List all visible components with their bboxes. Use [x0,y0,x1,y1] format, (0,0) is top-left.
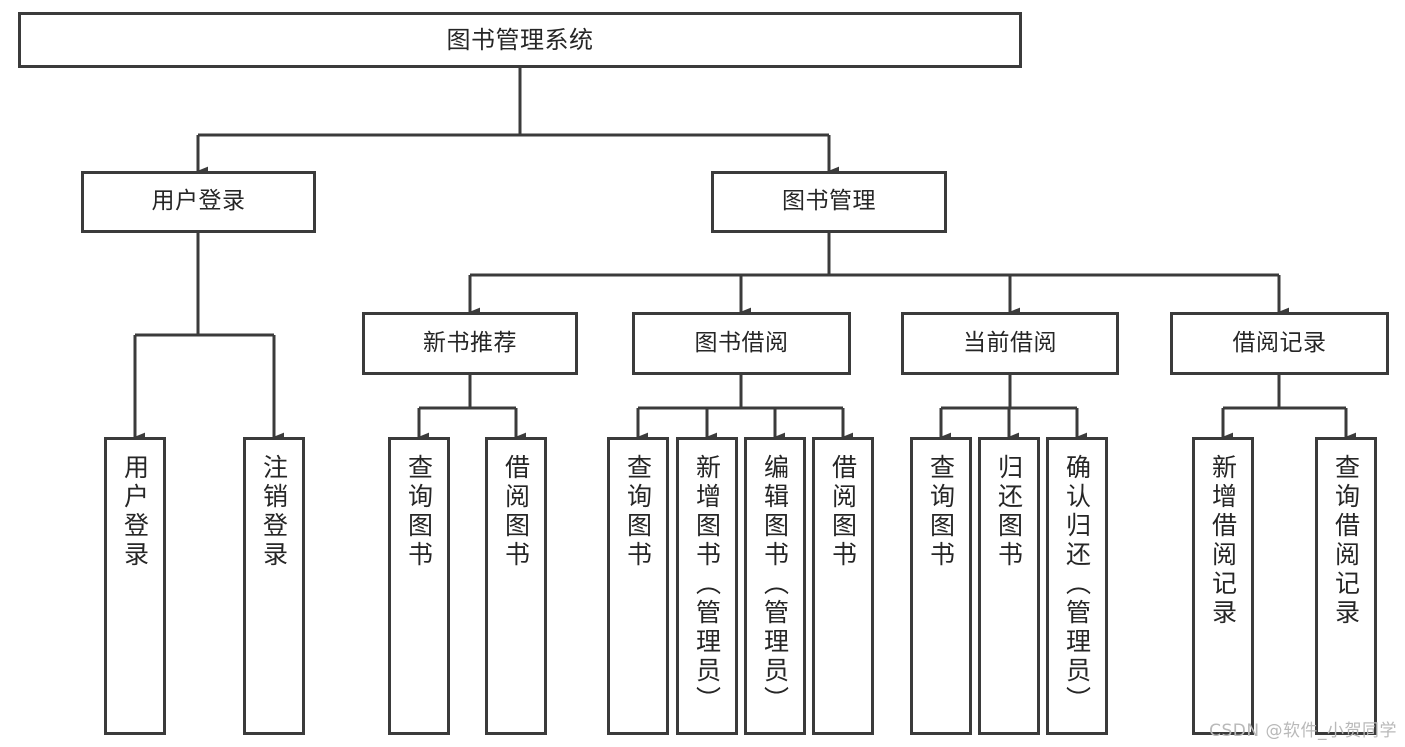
node-current-borrow-label: 当前借阅 [963,329,1057,356]
node-leaf-confirm-return-admin-label: 确认归还（管理员） [1062,454,1092,715]
node-book-manage[interactable]: 图书管理 [711,171,947,233]
node-leaf-query-book-3-label: 查询图书 [926,454,956,570]
node-book-borrow-label: 图书借阅 [694,329,789,356]
node-leaf-borrow-book-1-label: 借阅图书 [501,454,531,570]
node-leaf-query-book-3[interactable]: 查询图书 [910,437,972,735]
node-leaf-query-book-1[interactable]: 查询图书 [388,437,450,735]
node-leaf-user-login-label: 用户登录 [120,454,150,570]
node-leaf-add-book-admin-label: 新增图书（管理员） [692,454,722,715]
node-leaf-query-borrow-record[interactable]: 查询借阅记录 [1315,437,1377,735]
node-leaf-add-book-admin[interactable]: 新增图书（管理员） [676,437,738,735]
node-leaf-logout-login-label: 注销登录 [259,454,289,570]
node-leaf-add-borrow-record-label: 新增借阅记录 [1208,454,1238,628]
node-leaf-borrow-book-1[interactable]: 借阅图书 [485,437,547,735]
node-leaf-confirm-return-admin[interactable]: 确认归还（管理员） [1046,437,1108,735]
node-leaf-query-book-2[interactable]: 查询图书 [607,437,669,735]
node-leaf-edit-book-admin-label: 编辑图书（管理员） [760,454,790,715]
node-user-login-label: 用户登录 [151,188,246,215]
node-book-borrow[interactable]: 图书借阅 [632,312,851,375]
node-borrow-record[interactable]: 借阅记录 [1170,312,1389,375]
node-leaf-return-book-label: 归还图书 [994,454,1024,570]
node-leaf-borrow-book-2[interactable]: 借阅图书 [812,437,874,735]
node-leaf-add-borrow-record[interactable]: 新增借阅记录 [1192,437,1254,735]
node-leaf-user-login[interactable]: 用户登录 [104,437,166,735]
node-new-book-recommend-label: 新书推荐 [423,329,517,356]
node-user-login[interactable]: 用户登录 [81,171,316,233]
node-leaf-edit-book-admin[interactable]: 编辑图书（管理员） [744,437,806,735]
node-leaf-query-book-1-label: 查询图书 [404,454,434,570]
node-leaf-query-borrow-record-label: 查询借阅记录 [1331,454,1361,628]
node-new-book-recommend[interactable]: 新书推荐 [362,312,578,375]
node-root-title-label: 图书管理系统 [446,25,594,54]
node-leaf-return-book[interactable]: 归还图书 [978,437,1040,735]
node-leaf-query-book-2-label: 查询图书 [623,454,653,570]
node-leaf-logout-login[interactable]: 注销登录 [243,437,305,735]
node-current-borrow[interactable]: 当前借阅 [901,312,1119,375]
node-book-manage-label: 图书管理 [782,188,876,215]
node-root-title[interactable]: 图书管理系统 [18,12,1022,68]
node-borrow-record-label: 借阅记录 [1232,329,1327,356]
node-leaf-borrow-book-2-label: 借阅图书 [828,454,858,570]
